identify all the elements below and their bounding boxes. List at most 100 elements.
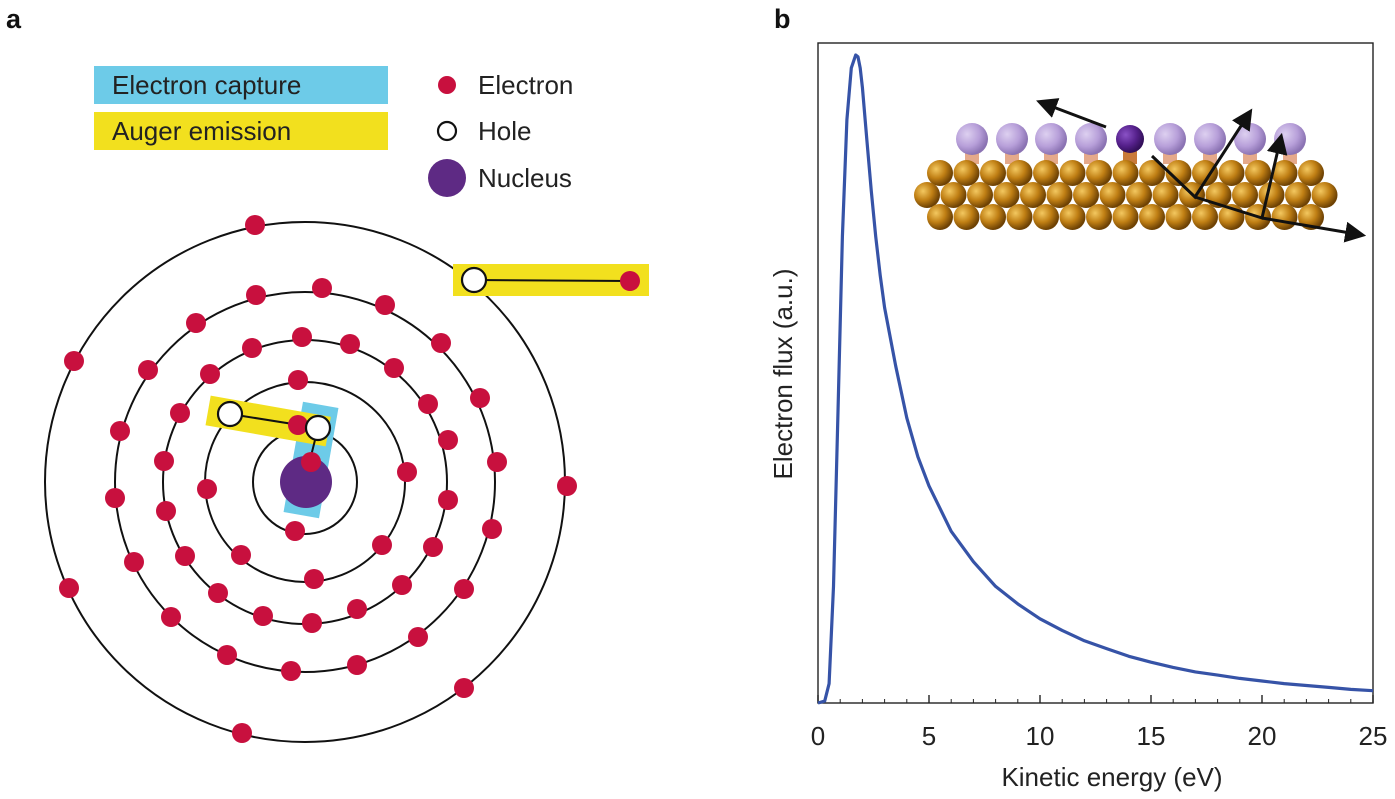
x-tick-label: 20 bbox=[1248, 721, 1277, 751]
electron bbox=[408, 627, 428, 647]
substrate-atom bbox=[1139, 204, 1165, 230]
electron bbox=[397, 462, 417, 482]
substrate-atom bbox=[1020, 182, 1046, 208]
substrate-atom bbox=[1112, 160, 1139, 186]
electron bbox=[288, 370, 308, 390]
orbit-shell-4 bbox=[114, 291, 496, 673]
electron bbox=[231, 545, 251, 565]
electron bbox=[110, 421, 130, 441]
legend-hole-icon bbox=[436, 120, 458, 142]
electron bbox=[197, 479, 217, 499]
substrate-atom bbox=[980, 204, 1006, 230]
substrate-atom bbox=[993, 182, 1020, 208]
substrate-atom bbox=[1298, 160, 1324, 186]
electron bbox=[372, 535, 392, 555]
legend-electron-capture-label: Electron capture bbox=[112, 70, 301, 100]
electron bbox=[124, 552, 144, 572]
electron bbox=[285, 521, 305, 541]
electron bbox=[312, 278, 332, 298]
electron bbox=[242, 338, 262, 358]
legend-hole-label: Hole bbox=[478, 116, 531, 146]
electron bbox=[375, 295, 395, 315]
substrate-atom bbox=[1033, 160, 1059, 186]
electron bbox=[208, 583, 228, 603]
legend-auger-emission-swatch bbox=[94, 112, 388, 150]
x-tick-label: 0 bbox=[811, 721, 825, 751]
electron bbox=[487, 452, 507, 472]
electron bbox=[392, 575, 412, 595]
electron bbox=[454, 678, 474, 698]
x-tick-label: 10 bbox=[1026, 721, 1055, 751]
electron bbox=[423, 537, 443, 557]
substrate-atom bbox=[967, 182, 993, 208]
substrate-atom bbox=[1046, 182, 1073, 208]
electron bbox=[454, 579, 474, 599]
substrate-atom bbox=[1139, 160, 1165, 186]
electron bbox=[302, 613, 322, 633]
electron bbox=[347, 655, 367, 675]
plot-frame bbox=[817, 42, 1374, 704]
substrate-atom bbox=[927, 204, 953, 230]
substrate-atom bbox=[1165, 204, 1192, 230]
substrate-atom bbox=[1073, 182, 1099, 208]
electron bbox=[64, 351, 84, 371]
substrate-atom bbox=[1271, 160, 1298, 186]
electron bbox=[170, 403, 190, 423]
hole-auger-inner bbox=[216, 400, 244, 428]
electron bbox=[175, 546, 195, 566]
substrate-atom bbox=[1006, 204, 1033, 230]
electron bbox=[156, 501, 176, 521]
electron bbox=[200, 364, 220, 384]
adsorbate-layer bbox=[956, 123, 1306, 155]
reflected-arrow bbox=[1036, 98, 1107, 129]
adsorbate-atom bbox=[996, 123, 1028, 155]
electrons bbox=[59, 215, 640, 743]
surface-inset-illustration bbox=[914, 98, 1367, 243]
spectrum-curve bbox=[817, 53, 1374, 705]
panel-b-letter: b bbox=[774, 4, 791, 34]
adsorbate-atom bbox=[1194, 123, 1226, 155]
substrate-atom bbox=[980, 160, 1006, 186]
legend: Electron capture Auger emission Electron… bbox=[94, 66, 573, 197]
substrate-atom bbox=[1258, 182, 1285, 208]
substrate-atom bbox=[1152, 182, 1179, 208]
substrate-atom bbox=[1298, 204, 1324, 230]
electron bbox=[384, 358, 404, 378]
electron bbox=[557, 476, 577, 496]
legend-nucleus-label: Nucleus bbox=[478, 163, 572, 193]
substrate-atom bbox=[914, 182, 940, 208]
substrate-atom bbox=[1126, 182, 1152, 208]
electron bbox=[105, 488, 125, 508]
substrate-atom bbox=[1033, 204, 1059, 230]
transmitted-arrow bbox=[1261, 216, 1367, 243]
substrate-atom bbox=[1245, 160, 1271, 186]
substrate-atom bbox=[1165, 160, 1192, 186]
legend-electron-icon bbox=[438, 76, 456, 94]
substrate-atom bbox=[1192, 204, 1218, 230]
substrate-atom bbox=[940, 182, 967, 208]
electron bbox=[438, 490, 458, 510]
legend-nucleus-icon bbox=[428, 159, 466, 197]
substrate-atom bbox=[953, 204, 980, 230]
electron bbox=[438, 430, 458, 450]
electron bbox=[292, 327, 312, 347]
electron bbox=[217, 645, 237, 665]
substrate-atom bbox=[1059, 160, 1086, 186]
electron bbox=[431, 333, 451, 353]
substrate-atom bbox=[1059, 204, 1086, 230]
electron bbox=[340, 334, 360, 354]
substrate-atom bbox=[1086, 204, 1112, 230]
substrate-atom bbox=[1311, 182, 1338, 208]
hole-auger-outer bbox=[460, 266, 488, 294]
x-tick-label: 5 bbox=[922, 721, 936, 751]
electron bbox=[281, 661, 301, 681]
panel-a-letter: a bbox=[6, 4, 22, 34]
substrate-atom bbox=[953, 160, 980, 186]
x-tick-label: 15 bbox=[1137, 721, 1166, 751]
substrate-atom bbox=[1285, 182, 1311, 208]
adsorbate-atom bbox=[956, 123, 988, 155]
auger-emission-line-outer bbox=[473, 279, 631, 282]
